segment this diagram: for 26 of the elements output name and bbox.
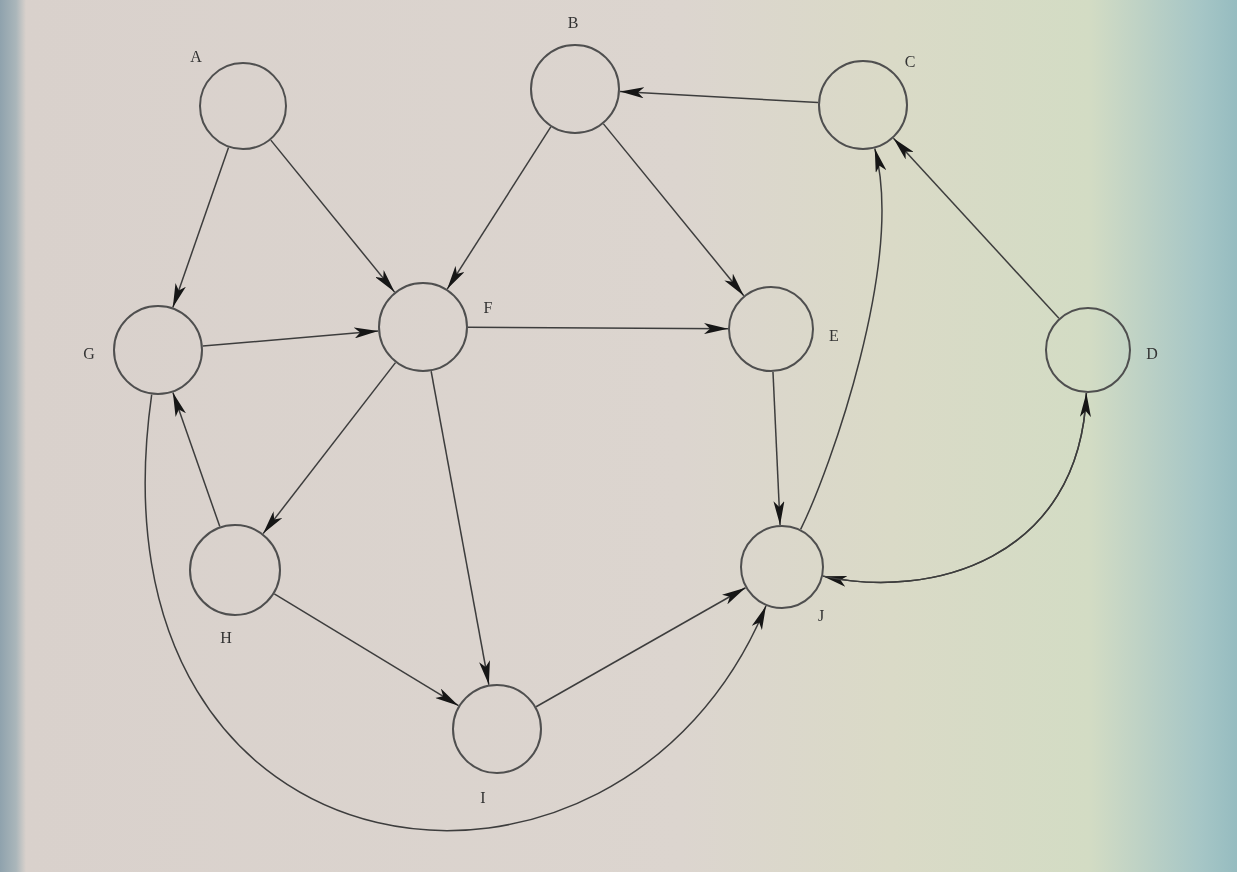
arrow (273, 593, 460, 707)
node-label: J (817, 608, 825, 624)
node-label: B (567, 15, 579, 31)
node-label: G (83, 346, 95, 362)
node-label: E (829, 328, 839, 344)
arrow (430, 370, 490, 686)
node-label: C (904, 54, 916, 70)
arrow (202, 327, 379, 347)
arrow (892, 137, 1060, 320)
node-label: F (483, 300, 493, 316)
arrow (262, 361, 397, 535)
arrow (172, 391, 221, 528)
node-label: H (220, 630, 232, 646)
arrow (799, 147, 885, 531)
node-label: D (1146, 346, 1158, 362)
arrow (602, 123, 745, 297)
arrow (172, 146, 230, 309)
arrow (772, 371, 785, 526)
arrow (535, 587, 747, 708)
arrow (145, 393, 767, 832)
node-label: I (480, 790, 486, 806)
arrow (446, 126, 552, 290)
arrow (619, 87, 819, 104)
arrow (270, 139, 396, 293)
node-label: A (190, 49, 202, 65)
arrow (467, 323, 729, 335)
